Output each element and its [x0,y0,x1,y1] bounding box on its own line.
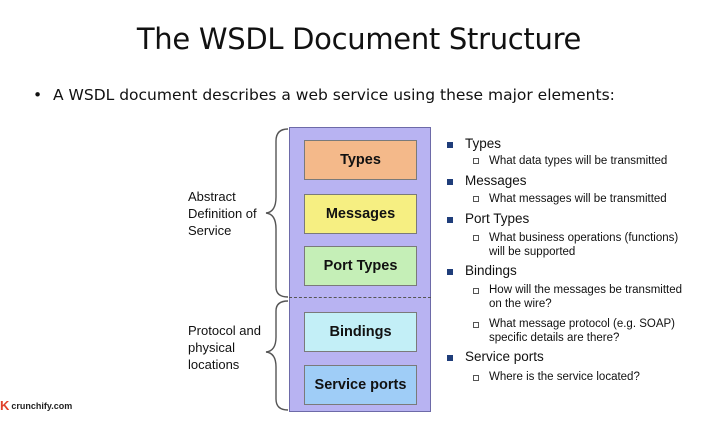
abstract-brace [265,128,289,298]
protocol-line-3: locations [188,357,240,372]
abstract-definition-label: Abstract Definition of Service [188,188,257,239]
sub-item: What message protocol (e.g. SOAP) [489,318,675,330]
sub-item-continuation: specific details are there? [489,332,620,344]
crunchify-logo: K crunchify.com [0,398,72,413]
sub-item: What data types will be transmitted [489,155,668,167]
intro-text: A WSDL document describes a web service … [53,86,615,104]
list-item-port-types: Port Types [465,211,530,226]
abstract-line-3: Service [188,223,232,238]
sub-bullet-square [473,158,479,164]
port-types-box: Port Types [304,246,417,286]
protocol-brace [265,300,289,411]
sub-item-continuation: on the wire? [489,298,552,310]
protocol-locations-label: Protocol and physical locations [188,322,261,373]
abstract-line-2: Definition of [188,206,257,221]
protocol-line-1: Protocol and [188,323,261,338]
sub-item: How will the messages be transmitted [489,284,683,296]
sub-item: Where is the service located? [489,371,640,383]
sub-item-continuation: will be supported [489,246,576,258]
list-item-types: Types [465,136,502,151]
service-ports-box: Service ports [304,365,417,405]
sub-bullet-square [473,235,479,241]
sub-item: What messages will be transmitted [489,193,667,205]
bullet-square [447,179,453,185]
sub-item: What business operations (functions) [489,232,679,244]
sub-bullet-square [473,196,479,202]
protocol-line-2: physical [188,340,235,355]
bullet-dot: • [33,86,43,104]
logo-text: crunchify.com [11,400,73,411]
logo-mark-icon: K [0,398,10,413]
stack-divider [289,297,431,298]
sub-bullet-square [473,288,479,294]
list-item-messages: Messages [465,173,527,188]
types-box: Types [304,140,417,180]
list-item-service-ports: Service ports [465,349,544,364]
bullet-square [447,217,453,223]
bindings-box: Bindings [304,312,417,352]
messages-box: Messages [304,194,417,234]
elements-list: Types What data types will be transmitte… [446,0,716,437]
sub-bullet-square [473,375,479,381]
list-item-bindings: Bindings [465,263,517,278]
bullet-square [447,355,453,361]
abstract-line-1: Abstract [188,189,236,204]
bullet-square [447,142,453,148]
group-braces [265,128,289,411]
bullet-square [447,269,453,275]
slide-title: The WSDL Document Structure [136,22,582,56]
sub-bullet-square [473,322,479,328]
